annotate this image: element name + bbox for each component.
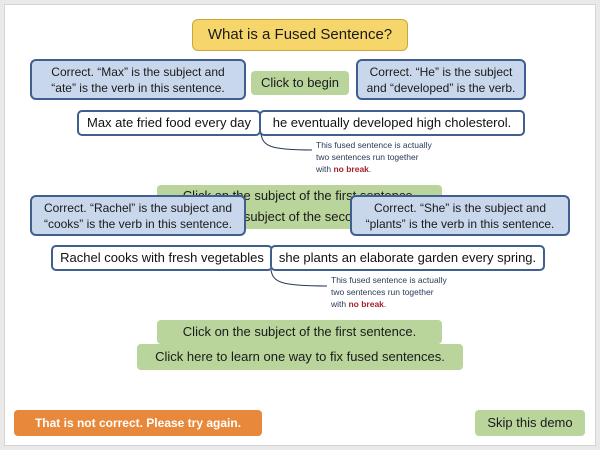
feedback-line: and “developed” is the verb.	[366, 81, 516, 95]
sentence-2-part-1[interactable]: Rachel cooks with fresh vegetables	[51, 245, 273, 271]
sentence-1-part-1[interactable]: Max ate fried food every day	[77, 110, 261, 136]
feedback-max-ate: Correct. “Max” is the subject and “ate” …	[30, 59, 246, 100]
note-line: This fused sentence is actually	[316, 140, 432, 150]
fused-note-2: This fused sentence is actually two sent…	[331, 274, 481, 310]
note-line: This fused sentence is actually	[331, 275, 447, 285]
skip-demo-button[interactable]: Skip this demo	[475, 410, 585, 436]
begin-button[interactable]: Click to begin	[251, 71, 349, 95]
error-message: That is not correct. Please try again.	[14, 410, 262, 436]
feedback-line: Correct. “Rachel” is the subject and	[43, 201, 233, 215]
sentence-1-part-2[interactable]: he eventually developed high cholesterol…	[259, 110, 525, 136]
note-line: with	[331, 299, 349, 309]
learn-fix-button[interactable]: Click here to learn one way to fix fused…	[137, 344, 463, 370]
no-break-emphasis: no break	[348, 299, 384, 309]
no-break-emphasis: no break	[333, 164, 369, 174]
feedback-line: Correct. “She” is the subject and	[373, 201, 547, 215]
feedback-he-developed: Correct. “He” is the subject and “develo…	[356, 59, 526, 100]
feedback-line: Correct. “Max” is the subject and	[51, 65, 225, 79]
feedback-line: “cooks” is the verb in this sentence.	[43, 217, 233, 231]
note-line: with	[316, 164, 334, 174]
feedback-she-plants: Correct. “She” is the subject and “plant…	[350, 195, 570, 236]
feedback-line: Correct. “He” is the subject	[369, 65, 513, 79]
feedback-line: “ate” is the verb in this sentence.	[51, 81, 225, 95]
feedback-rachel-cooks: Correct. “Rachel” is the subject and “co…	[30, 195, 246, 236]
note-end: .	[368, 164, 372, 174]
subject-prompt: Click on the subject of the first senten…	[157, 320, 442, 344]
note-line: two sentences run together	[331, 287, 434, 297]
fused-note-1: This fused sentence is actually two sent…	[316, 139, 466, 175]
note-line: two sentences run together	[316, 152, 419, 162]
feedback-line: “plants” is the verb in this sentence.	[365, 217, 555, 231]
sentence-2-part-2[interactable]: she plants an elaborate garden every spr…	[270, 245, 545, 271]
slide-title: What is a Fused Sentence?	[192, 19, 408, 51]
note-end: .	[383, 299, 387, 309]
